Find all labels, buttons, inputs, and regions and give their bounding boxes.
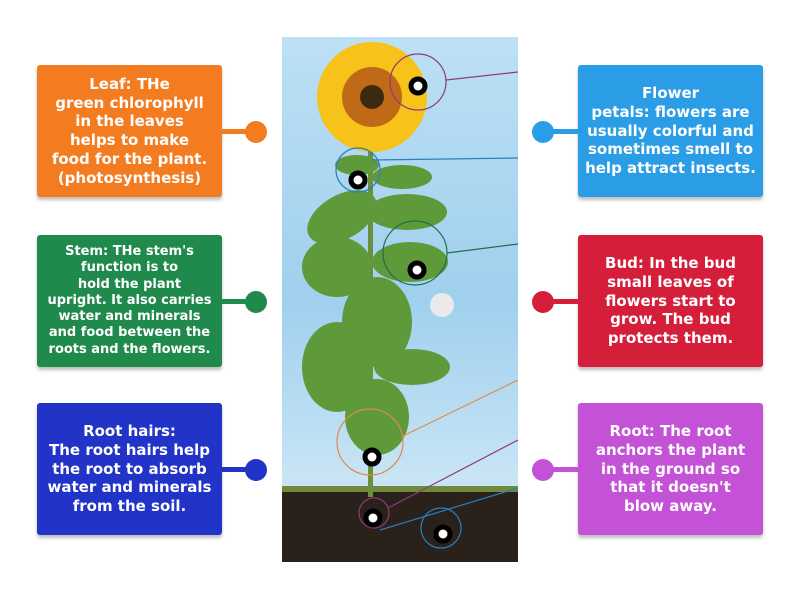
label-root[interactable]: Root: The root anchors the plant in the … <box>578 403 763 535</box>
label-bud[interactable]: Bud: In the bud small leaves of flowers … <box>578 235 763 367</box>
marker-bud[interactable] <box>348 170 368 190</box>
connector-dot[interactable] <box>532 459 554 481</box>
marker-leaf[interactable] <box>407 260 427 280</box>
connector-dot[interactable] <box>245 291 267 313</box>
label-flower-petals[interactable]: Flower petals: flowers are usually color… <box>578 65 763 197</box>
label-root-hairs[interactable]: Root hairs: The root hairs help the root… <box>37 403 222 535</box>
sunflower-drawing <box>282 42 518 562</box>
marker-flower[interactable] <box>408 76 428 96</box>
connector-dot[interactable] <box>245 459 267 481</box>
connector-dot[interactable] <box>245 121 267 143</box>
marker-stem[interactable] <box>362 447 382 467</box>
label-stem[interactable]: Stem: THe stem's function is to hold the… <box>37 235 222 367</box>
marker-root-hairs[interactable] <box>433 524 453 544</box>
connector-line <box>552 129 578 134</box>
connector-line <box>222 129 248 134</box>
connector-dot[interactable] <box>532 291 554 313</box>
connector-line <box>552 299 578 304</box>
connector-dot[interactable] <box>532 121 554 143</box>
label-leaf[interactable]: Leaf: THe green chlorophyll in the leave… <box>37 65 222 197</box>
marker-root[interactable] <box>363 508 383 528</box>
connector-line <box>222 299 248 304</box>
connector-line <box>222 467 248 472</box>
sunflower-image <box>282 37 518 562</box>
connector-line <box>552 467 578 472</box>
